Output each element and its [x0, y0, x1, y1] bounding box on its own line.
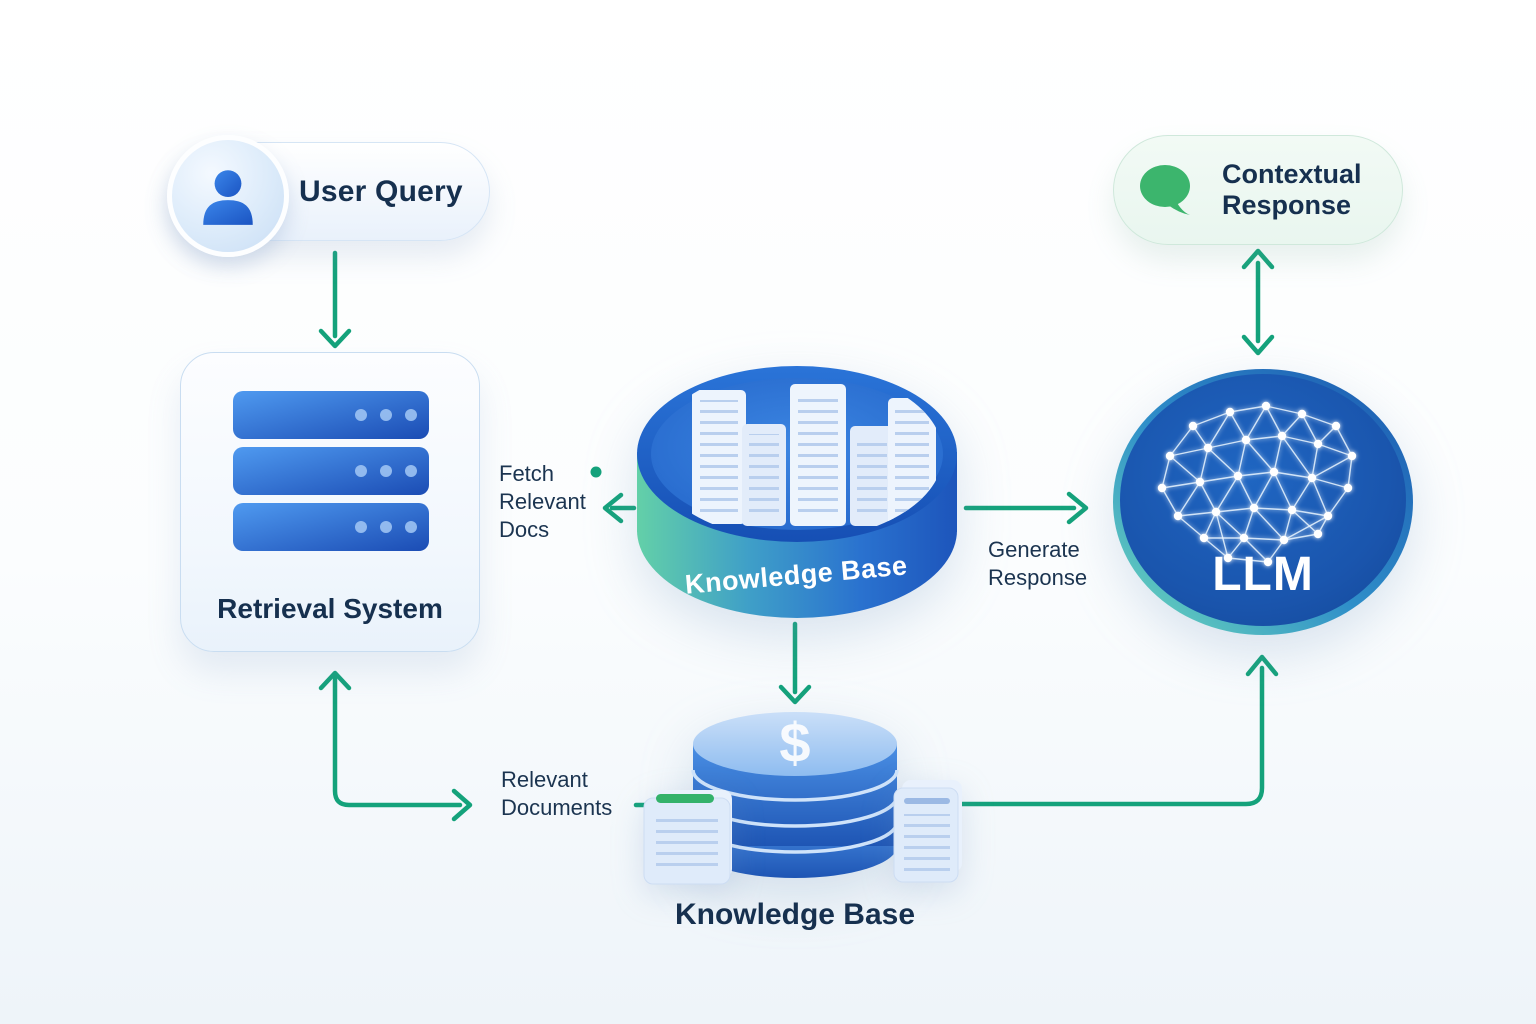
edge-label-relevant-documents: Relevant Documents	[501, 767, 613, 821]
user-icon	[203, 170, 253, 225]
document-stack-right-icon	[893, 780, 962, 883]
node-contextual-response: Contextual Response	[1113, 135, 1403, 245]
avatar	[167, 135, 289, 257]
server-stack-icon	[233, 391, 429, 551]
chat-bubble-icon	[1134, 159, 1200, 221]
arrow-retrieval-elbow	[332, 673, 463, 808]
node-user-query: User Query	[167, 135, 490, 257]
document-stack-left-icon	[643, 790, 732, 885]
user-query-label: User Query	[299, 174, 463, 208]
edge-label-fetch-relevant-docs: Fetch Relevant Docs	[499, 461, 586, 543]
database-icon: $	[691, 711, 899, 878]
edge-label-generate-response: Generate Response	[988, 537, 1088, 591]
neural-network-icon	[1157, 401, 1357, 567]
node-retrieval-system: Retrieval System	[180, 352, 480, 652]
retrieval-system-label: Retrieval System	[217, 593, 443, 624]
documents-icon	[692, 384, 936, 526]
arrow-db-to-llm	[954, 665, 1265, 807]
node-knowledge-base-cylinder: Knowledge Base	[637, 366, 957, 618]
llm-label: LLM	[1212, 548, 1314, 601]
contextual-response-label: Contextual Response	[1222, 158, 1362, 220]
knowledge-base-db-label: Knowledge Base	[674, 898, 916, 931]
db-currency-symbol: $	[779, 711, 810, 774]
node-llm: LLM	[1113, 369, 1413, 635]
